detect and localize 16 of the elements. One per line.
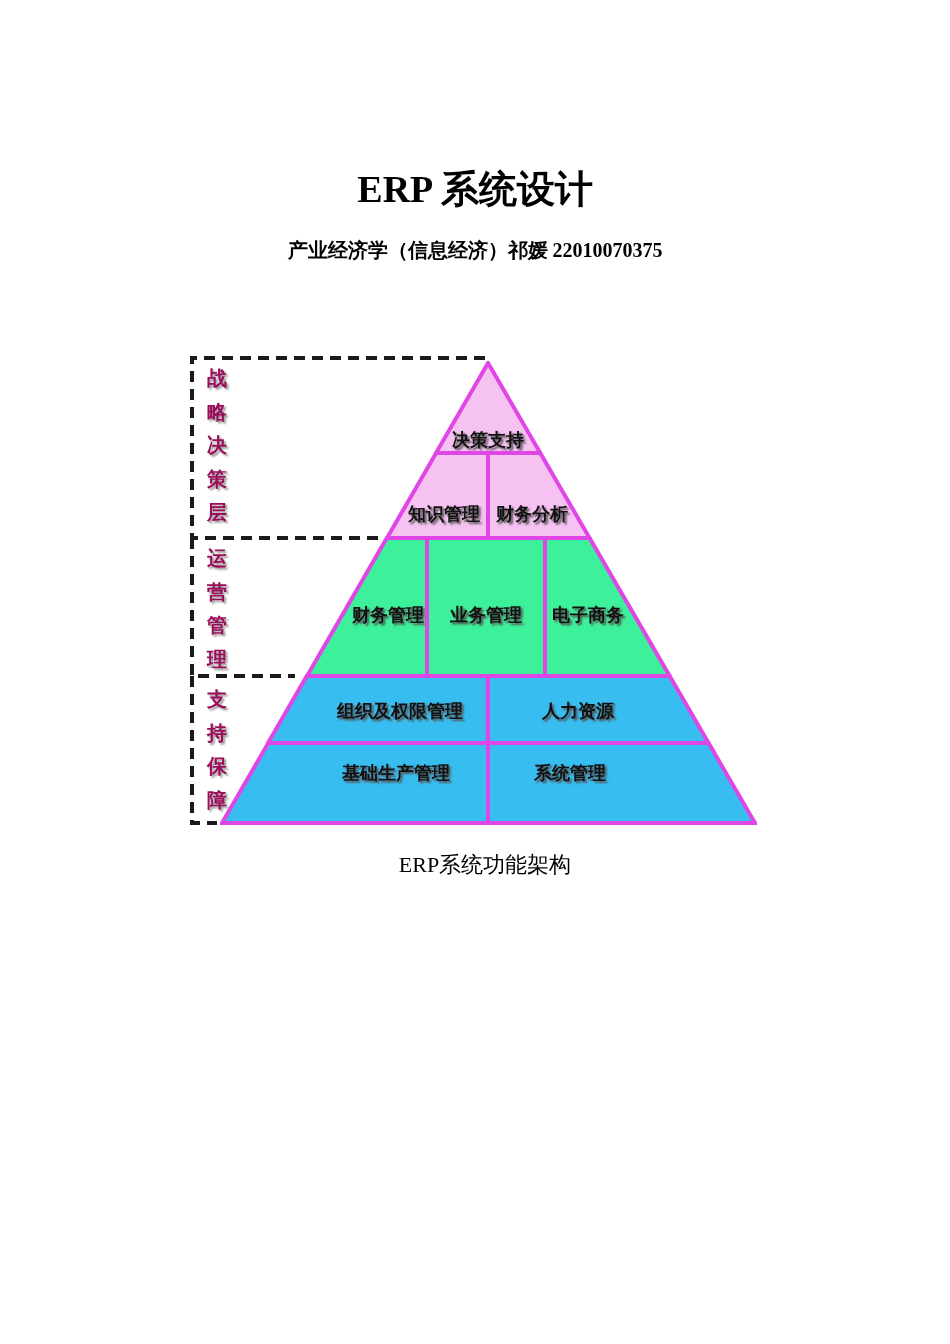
section-label: 知识管理 xyxy=(408,503,480,525)
layer-label: 战略决策层 xyxy=(206,365,228,526)
section-label: 业务管理 xyxy=(450,604,522,626)
layer-label: 运营管理 xyxy=(205,545,228,673)
page-title: ERP 系统设计 xyxy=(356,167,594,212)
section-label: 财务管理 xyxy=(352,604,424,626)
section-label: 人力资源 xyxy=(542,700,614,722)
section-label: 电子商务 xyxy=(552,604,624,626)
section-label: 决策支持 xyxy=(452,429,524,451)
section-label: 财务分析 xyxy=(496,503,568,525)
section-label: 组织及权限管理 xyxy=(337,700,463,722)
subtitle: 产业经济学（信息经济）祁媛 22010070375 xyxy=(286,238,664,263)
figure-caption: ERP系统功能架构 xyxy=(397,851,573,879)
section-label: 系统管理 xyxy=(534,762,606,784)
layer-label: 支持保障 xyxy=(205,686,228,814)
section-label: 基础生产管理 xyxy=(342,762,450,784)
